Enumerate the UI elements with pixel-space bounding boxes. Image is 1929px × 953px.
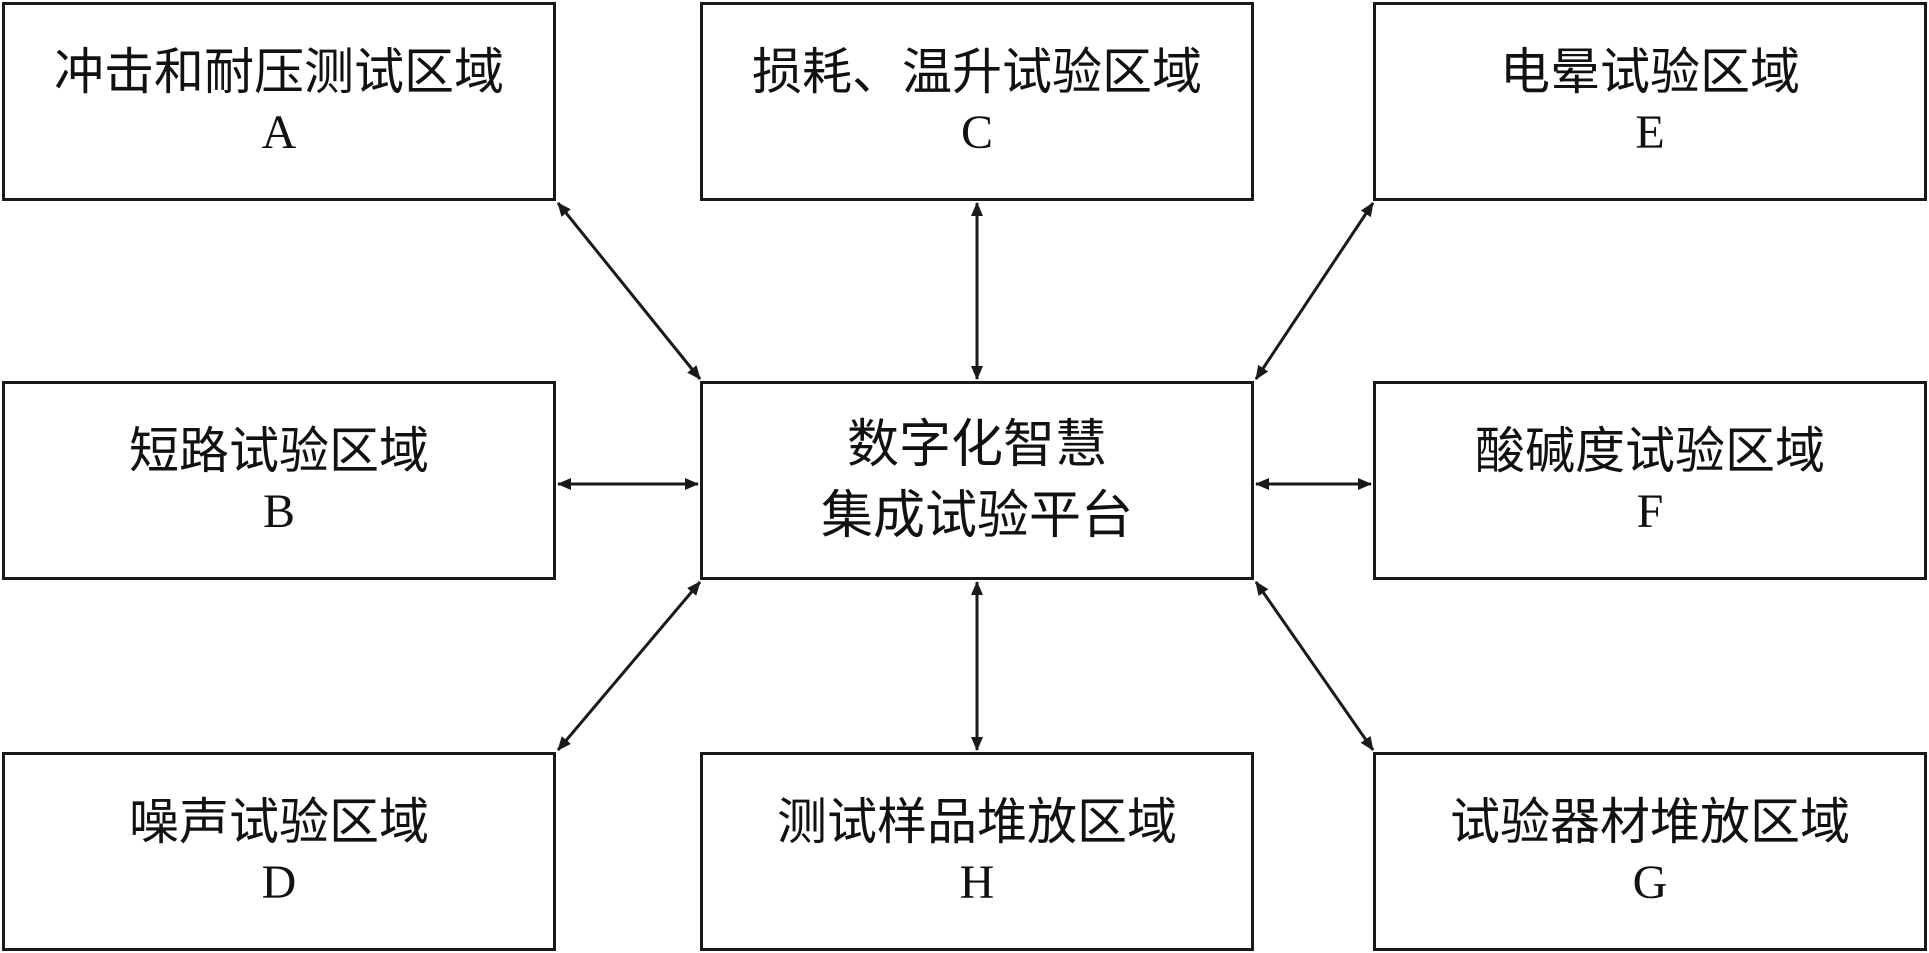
area-d-code: D: [261, 855, 297, 909]
connector-e: [1254, 202, 1375, 380]
area-c-name: 损耗、温升试验区域: [752, 42, 1202, 101]
connector-g: [1254, 581, 1375, 751]
area-d-name: 噪声试验区域: [129, 792, 429, 851]
area-e-code: E: [1635, 105, 1665, 159]
area-b-name: 短路试验区域: [129, 421, 429, 480]
area-h-code: H: [959, 855, 995, 909]
center-platform-box: 数字化智慧 集成试验平台: [700, 381, 1254, 580]
area-box-f: 酸碱度试验区域 F: [1373, 381, 1927, 580]
area-f-name: 酸碱度试验区域: [1475, 421, 1825, 480]
area-box-c: 损耗、温升试验区域 C: [700, 2, 1254, 201]
area-box-b: 短路试验区域 B: [2, 381, 556, 580]
area-f-code: F: [1636, 484, 1664, 538]
area-c-code: C: [960, 105, 993, 159]
area-a-code: A: [261, 105, 297, 159]
connector-a: [556, 202, 702, 380]
area-box-g: 试验器材堆放区域 G: [1373, 752, 1927, 951]
area-h-name: 测试样品堆放区域: [777, 792, 1177, 851]
area-a-name: 冲击和耐压测试区域: [54, 42, 504, 101]
area-g-code: G: [1632, 855, 1668, 909]
area-e-name: 电晕试验区域: [1500, 42, 1800, 101]
area-box-h: 测试样品堆放区域 H: [700, 752, 1254, 951]
center-title-line1: 数字化智慧: [846, 415, 1107, 476]
connector-d: [556, 581, 702, 751]
area-g-name: 试验器材堆放区域: [1450, 792, 1850, 851]
area-box-a: 冲击和耐压测试区域 A: [2, 2, 556, 201]
area-box-d: 噪声试验区域 D: [2, 752, 556, 951]
area-b-code: B: [262, 484, 295, 538]
center-title-line2: 集成试验平台: [820, 485, 1133, 546]
area-box-e: 电晕试验区域 E: [1373, 2, 1927, 201]
